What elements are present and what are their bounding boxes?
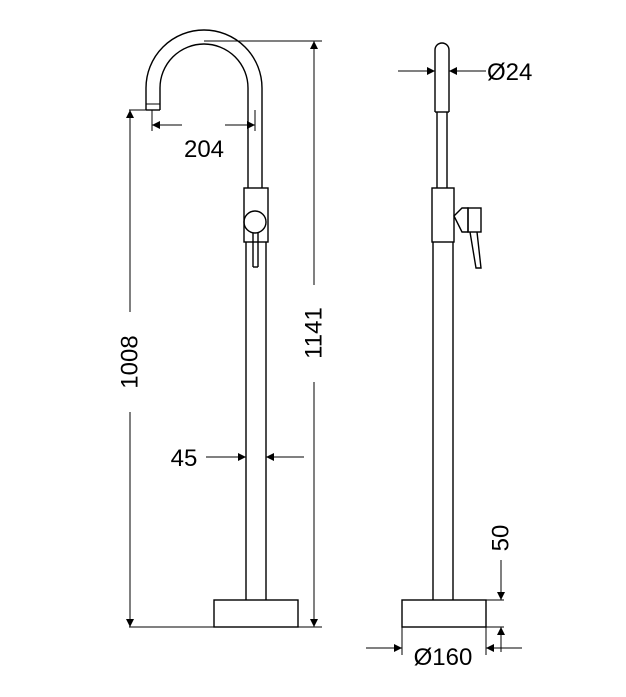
side-dimensions: Ø24 50 Ø160 <box>366 59 532 671</box>
base-height-label: 50 <box>488 525 515 552</box>
front-mixer-body <box>243 187 269 243</box>
side-handle-hub <box>453 207 469 233</box>
side-base <box>401 599 487 628</box>
spout-reach-label: 204 <box>184 136 224 163</box>
front-view <box>145 29 299 628</box>
height-to-spout-label: 1008 <box>117 335 144 388</box>
side-handle-cap <box>467 207 482 233</box>
total-height-label: 1141 <box>301 307 328 359</box>
front-base <box>213 599 299 628</box>
base-diameter-label: Ø160 <box>414 644 473 671</box>
side-pipe-top <box>434 42 450 112</box>
spout-diameter-label: Ø24 <box>487 59 532 86</box>
side-mixer-body <box>431 187 455 243</box>
side-lever <box>469 231 482 269</box>
front-dimensions: 204 1008 1141 45 <box>117 40 328 628</box>
front-spout-inner <box>159 43 249 188</box>
front-spout-outer <box>145 29 263 188</box>
front-mixer-knob <box>243 210 267 234</box>
side-view <box>401 42 487 628</box>
body-diameter-label: 45 <box>171 445 198 472</box>
